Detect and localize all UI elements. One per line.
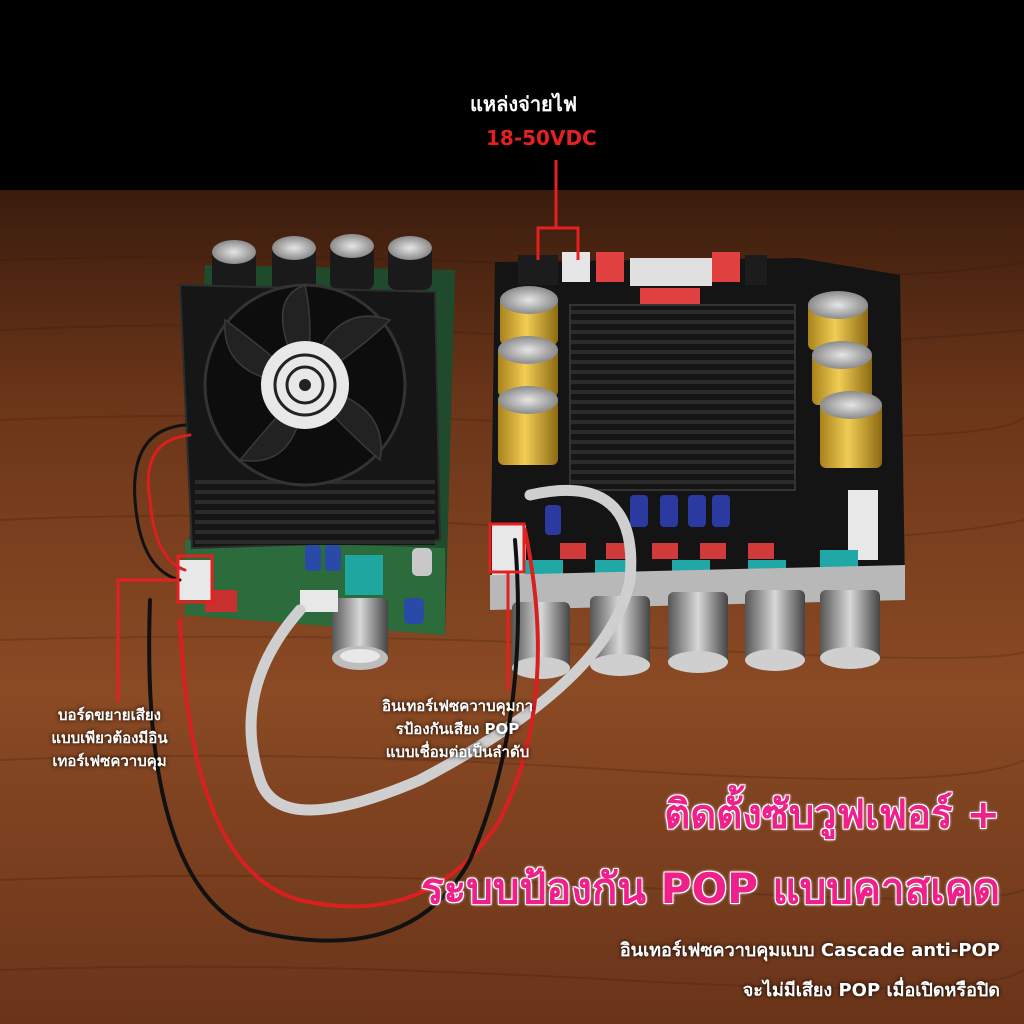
callouts	[116, 160, 580, 702]
connector	[178, 560, 212, 600]
subtitle-line-2: จะไม่มีเสียง POP เมื่อเปิดหรือปิด	[742, 980, 1000, 1001]
fan	[203, 283, 407, 487]
power-supply-voltage: 18-50VDC	[486, 126, 597, 150]
cascade-connector	[492, 525, 526, 575]
cascade-interface-caption: อินเทอร์เฟซควาบคุมกา รป้องกันเสียง POP แ…	[381, 697, 534, 761]
right-amplifier-board	[490, 252, 905, 679]
left-volume-knob	[332, 598, 388, 670]
left-pot	[345, 555, 383, 595]
dark-background	[0, 0, 1024, 200]
gold-capacitors-right	[808, 291, 882, 468]
subtitle-line-1: อินเทอร์เฟซควาบคุมแบบ Cascade anti-POP	[619, 940, 1000, 961]
left-capacitors	[212, 234, 432, 295]
left-board-caption: บอร์ดขยายเสียง แบบเพียวต้องมีอิน เทอร์เฟ…	[51, 706, 168, 770]
tone-knobs	[512, 590, 880, 679]
left-amplifier-board	[178, 234, 455, 670]
power-terminal	[562, 252, 590, 282]
power-supply-title: แหล่งจ่ายไฟ	[470, 92, 577, 116]
gold-capacitors-left	[498, 286, 558, 465]
headline-line-1: ติดตั้งซับวูฟเฟอร์ +	[664, 792, 1000, 838]
right-heatsink	[569, 304, 796, 491]
headline-line-2: ระบบป้องกัน POP แบบคาสเคด	[421, 864, 1000, 913]
cables	[133, 423, 637, 943]
